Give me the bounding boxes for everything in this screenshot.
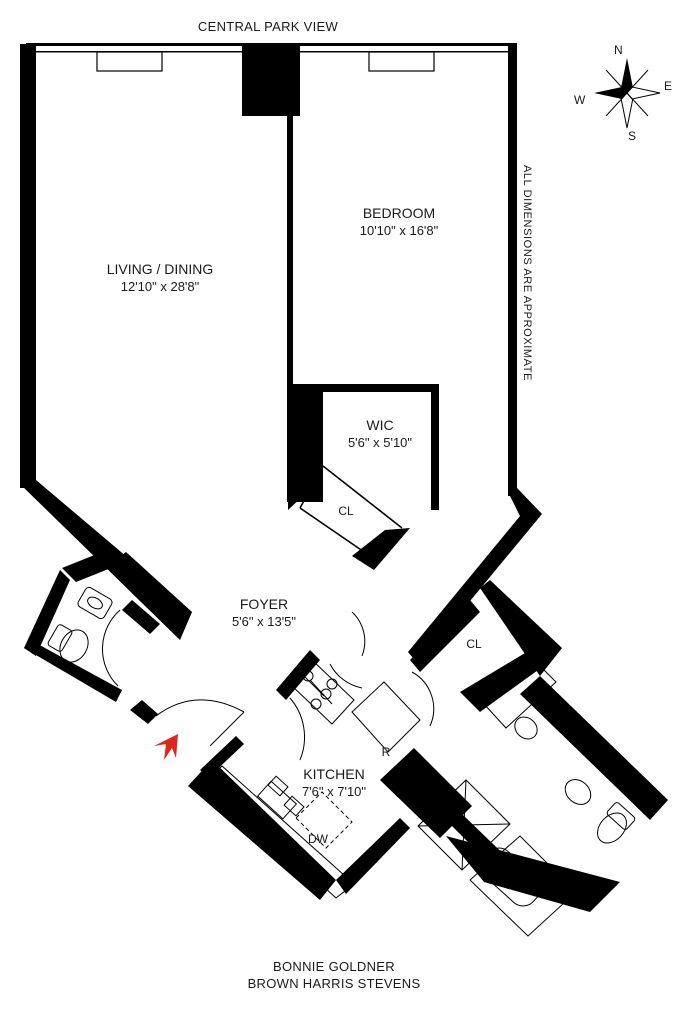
agency-name: BROWN HARRIS STEVENS xyxy=(248,976,421,991)
room-dims-wic: 5'6" x 5'10" xyxy=(348,435,412,450)
dimensions-note: ALL DIMENSIONS ARE APPROXIMATE xyxy=(521,165,533,381)
compass-s: S xyxy=(628,129,636,143)
view-label: CENTRAL PARK VIEW xyxy=(198,19,339,34)
compass-n: N xyxy=(614,43,623,57)
kitchen xyxy=(188,650,421,900)
room-dims-foyer: 5'6" x 13'5" xyxy=(232,614,296,629)
room-name-bedroom: BEDROOM xyxy=(363,205,435,221)
room-dims-living: 12'10" x 28'8" xyxy=(121,279,200,294)
room-name-foyer: FOYER xyxy=(240,596,288,612)
room-name-wic: WIC xyxy=(366,417,393,433)
agent-name: BONNIE GOLDNER xyxy=(273,959,395,974)
closet-label-bedroom: CL xyxy=(338,504,354,518)
east-wall xyxy=(408,44,542,664)
room-name-kitchen: KITCHEN xyxy=(303,766,364,782)
bedroom-partition xyxy=(287,110,439,570)
fridge-label: R xyxy=(382,745,391,759)
dishwasher-label: DW xyxy=(308,832,329,846)
closet-label-hall: CL xyxy=(466,637,482,651)
powder-room xyxy=(24,548,192,724)
room-dims-bedroom: 10'10" x 16'8" xyxy=(360,223,439,238)
bathroom xyxy=(351,580,668,937)
entry-arrow-icon xyxy=(154,734,178,760)
north-window-wall xyxy=(26,43,517,116)
compass-rose-icon xyxy=(594,58,661,129)
room-dims-kitchen: 7'6" x 7'10" xyxy=(302,784,366,799)
room-name-living: LIVING / DINING xyxy=(107,261,214,277)
compass-e: E xyxy=(664,79,672,93)
compass-w: W xyxy=(574,93,586,107)
